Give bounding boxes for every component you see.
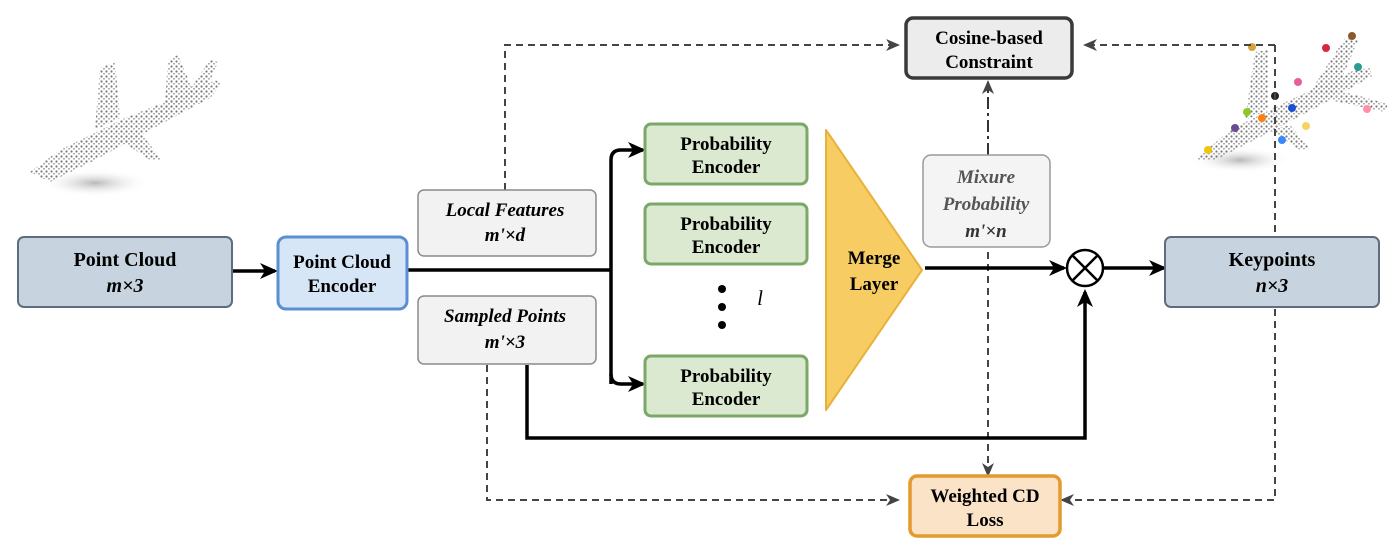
point-cloud-node: Point Cloud m×3 [17,236,233,308]
sampled-points-node: Sampled Points m'×3 [417,295,597,365]
probability-encoder-3: Probability Encoder [643,354,809,418]
keypoints-node: Keypoints n×3 [1164,236,1380,308]
weighted-cd-loss-node: Weighted CD Loss [908,474,1062,538]
cosine-constraint-node: Cosine-based Constraint [904,16,1074,80]
prob-encoder-3-line1: Probability [680,366,772,387]
point-cloud-title: Point Cloud [74,249,177,271]
mixture-line2: Probability [942,194,1030,215]
input-airplane-point-cloud-image [30,55,222,197]
point-cloud-shape: m×3 [107,275,144,297]
ellipsis-count-label: l [757,286,763,310]
edge-to-prob-encoder-3 [609,373,646,392]
sampled-points-title: Sampled Points [444,306,566,327]
local-features-shape: m'×d [485,225,526,246]
dashed-edge-points-to-loss [486,365,900,506]
multiply-operator-icon [1065,248,1105,288]
edge-to-prob-encoder-1 [609,142,646,161]
prob-encoder-3-line2: Encoder [692,389,761,410]
encoder-label-line1: Point Cloud [293,252,391,273]
loss-line1: Weighted CD [930,486,1039,507]
prob-encoder-2-line1: Probability [680,214,772,235]
prob-encoder-1-line1: Probability [680,134,772,155]
mixture-probability-node: Mixure Probability m'×n [922,154,1051,248]
local-features-title: Local Features [445,200,565,221]
cosine-line2: Constraint [945,52,1033,73]
mixture-shape: m'×n [965,221,1006,242]
probability-encoder-2: Probability Encoder [643,202,809,266]
ellipsis-dots: l [718,285,763,329]
merge-layer-node: Merge Layer [825,129,923,411]
point-cloud-encoder-node: Point Cloud Encoder [276,235,409,311]
mixture-line1: Mixure [956,167,1016,188]
cosine-line1: Cosine-based [935,28,1043,49]
prob-encoder-2-line2: Encoder [692,237,761,258]
keypoints-airplane-image [1190,32,1388,173]
dashed-edge-features-to-cosine [504,39,900,190]
sampled-points-shape: m'×3 [485,332,525,353]
merge-layer-line2: Layer [850,274,899,295]
encoder-label-line2: Encoder [308,276,377,297]
loss-line2: Loss [967,510,1004,531]
local-features-node: Local Features m'×d [417,189,597,257]
prob-encoder-1-line2: Encoder [692,157,761,178]
keypoints-shape: n×3 [1256,275,1289,297]
keypoints-title: Keypoints [1229,249,1316,271]
merge-layer-line1: Merge [848,248,901,269]
probability-encoder-1: Probability Encoder [643,122,809,186]
edge-sampled-points-to-multiply [525,289,1093,440]
